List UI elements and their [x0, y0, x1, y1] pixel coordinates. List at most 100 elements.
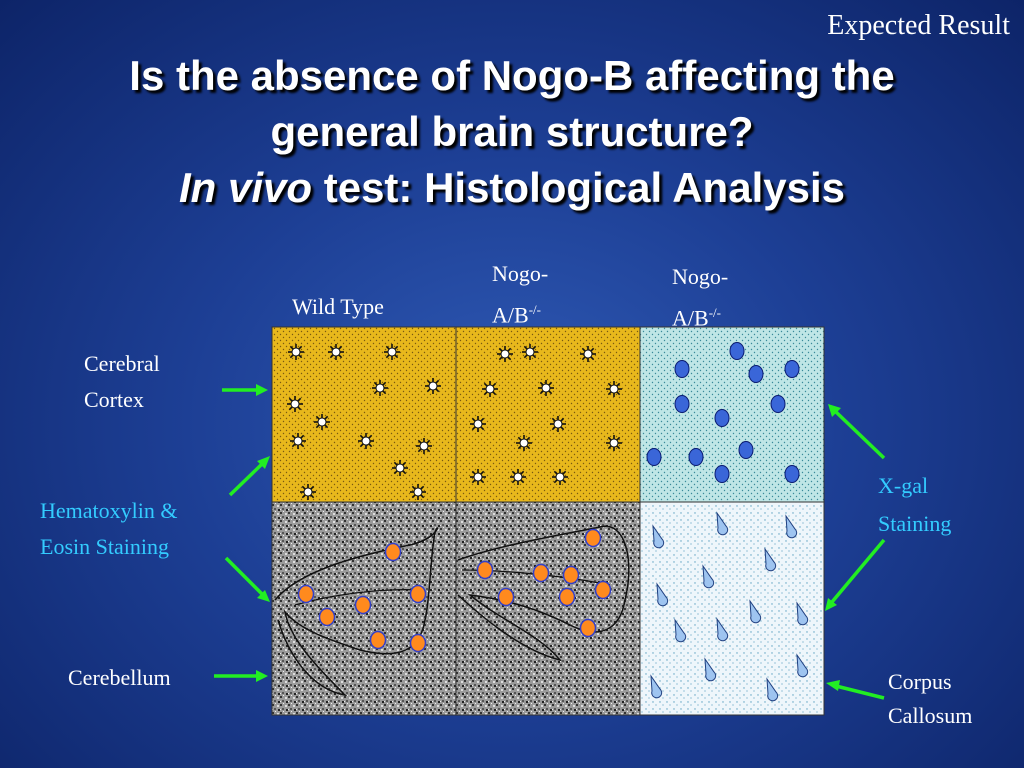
xgal-droplet [716, 617, 729, 642]
neuron-cell-icon [580, 346, 596, 362]
neuron-cell-icon [372, 380, 388, 396]
xgal-blue-cell [770, 395, 786, 413]
arrow-head-xgal-lower [825, 598, 837, 611]
neuron-cell-icon [328, 344, 344, 360]
folia-outline-wt [274, 527, 439, 697]
column-header-knockout-1: Nogo- A/B-/- [492, 256, 548, 333]
arrow-head-xgal-upper [828, 404, 841, 417]
panel-wt-cortex [271, 326, 457, 503]
column-header-wild-type: Wild Type [292, 294, 384, 319]
purkinje-cell [579, 618, 597, 638]
label-cortex-line2: Cortex [84, 387, 144, 412]
column-header-knockout-2-line2: A/B-/- [672, 305, 721, 331]
xgal-droplet [702, 564, 715, 589]
label-cerebral-line1: Cerebral [84, 351, 160, 376]
purkinje-cell [497, 587, 515, 607]
superscript: -/- [528, 302, 541, 317]
xgal-blue-cell [784, 465, 800, 483]
neuron-cell-icon [288, 344, 304, 360]
neuron-cell-icon [470, 469, 486, 485]
arrow-xgal-lower [830, 538, 886, 604]
label-callosum-line2: Callosum [888, 703, 973, 728]
neuron-cell-icon [497, 346, 513, 362]
arrow-head-he-lower [257, 590, 270, 602]
neuron-cell-icon [510, 469, 526, 485]
xgal-blue-cell [674, 395, 690, 413]
ko-neuron-group [470, 344, 622, 485]
arrow-head-cerebellum [256, 670, 268, 682]
neuron-cell-icon [522, 344, 538, 360]
xgal-blue-cell [738, 441, 754, 459]
title-italic: In vivo [179, 164, 313, 211]
arrow-he-lower [224, 556, 264, 596]
neuron-cell-icon [384, 344, 400, 360]
xgal-droplet [650, 674, 663, 699]
purkinje-cell [562, 565, 580, 585]
label-xgal-line2: Staining [878, 511, 952, 536]
neuron-cell-icon [482, 381, 498, 397]
title-line-3: In vivo test: Histological Analysis [0, 160, 1024, 216]
panel-ko-cerebellum [455, 501, 641, 716]
arrow-head-cerebral [256, 384, 268, 396]
column-header-knockout-2: Nogo- A/B-/- [672, 259, 728, 336]
expected-result-label: Expected Result [827, 10, 1010, 41]
label-cerebral-cortex: Cerebral Cortex [84, 346, 160, 418]
neuron-cell-icon [314, 414, 330, 430]
neuron-cell-icon [470, 416, 486, 432]
arrow-xgal-upper [834, 410, 886, 460]
xgal-blue-cell [748, 365, 764, 383]
purkinje-cell [594, 580, 612, 600]
xgal-droplet [796, 601, 809, 626]
title-line-1: Is the absence of Nogo-B affecting the [129, 52, 895, 99]
purkinje-cell [409, 584, 427, 604]
xgal-blue-cell [674, 360, 690, 378]
neuron-cell-icon [606, 381, 622, 397]
slide-title: Is the absence of Nogo-B affecting the g… [0, 48, 1024, 216]
purkinje-cell [409, 633, 427, 653]
purkinje-cell-group [297, 528, 612, 653]
superscript: -/- [708, 305, 721, 320]
arrow-corpus-callosum [835, 684, 885, 700]
xgal-blue-cell-group [646, 342, 800, 483]
purkinje-cell [384, 542, 402, 562]
neuron-cell-icon [290, 433, 306, 449]
label-xgal-staining: X-gal Staining [878, 467, 951, 543]
xgal-blue-cell [646, 448, 662, 466]
neuron-cell-icon [416, 438, 432, 454]
arrow-head-he-upper [257, 456, 270, 469]
label-xgal-line1: X-gal [878, 473, 929, 498]
neuron-cell-icon [516, 435, 532, 451]
xgal-droplet [652, 524, 665, 549]
purkinje-cell [584, 528, 602, 548]
purkinje-cell [318, 607, 336, 627]
wt-neuron-group [287, 344, 441, 500]
title-rest: test: Histological Analysis [312, 164, 845, 211]
neuron-cell-icon [606, 435, 622, 451]
purkinje-cell [297, 584, 315, 604]
label-corpus-line1: Corpus [888, 669, 952, 694]
label-corpus-callosum: Corpus Callosum [888, 665, 972, 733]
purkinje-cell [558, 587, 576, 607]
xgal-droplet-group [650, 511, 809, 702]
label-he-line1: Hematoxylin & [40, 498, 178, 523]
label-he-staining: Hematoxylin & Eosin Staining [40, 493, 177, 565]
xgal-blue-cell [784, 360, 800, 378]
title-line-2: general brain structure? [270, 108, 754, 155]
neuron-cell-icon [410, 484, 426, 500]
neuron-cell-icon [300, 484, 316, 500]
xgal-droplet [764, 547, 777, 572]
purkinje-cell [354, 595, 372, 615]
folia-outline-ko [457, 525, 630, 662]
xgal-droplet [785, 514, 798, 539]
folia-fold-ko [461, 569, 611, 586]
xgal-droplet [766, 677, 779, 702]
label-cerebellum: Cerebellum [68, 665, 171, 690]
purkinje-cell [369, 630, 387, 650]
purkinje-cell [532, 563, 550, 583]
purkinje-cell [476, 560, 494, 580]
neuron-cell-icon [358, 433, 374, 449]
neuron-cell-icon [425, 378, 441, 394]
column-header-knockout-1-line2: A/B-/- [492, 302, 541, 328]
xgal-droplet [704, 657, 717, 682]
